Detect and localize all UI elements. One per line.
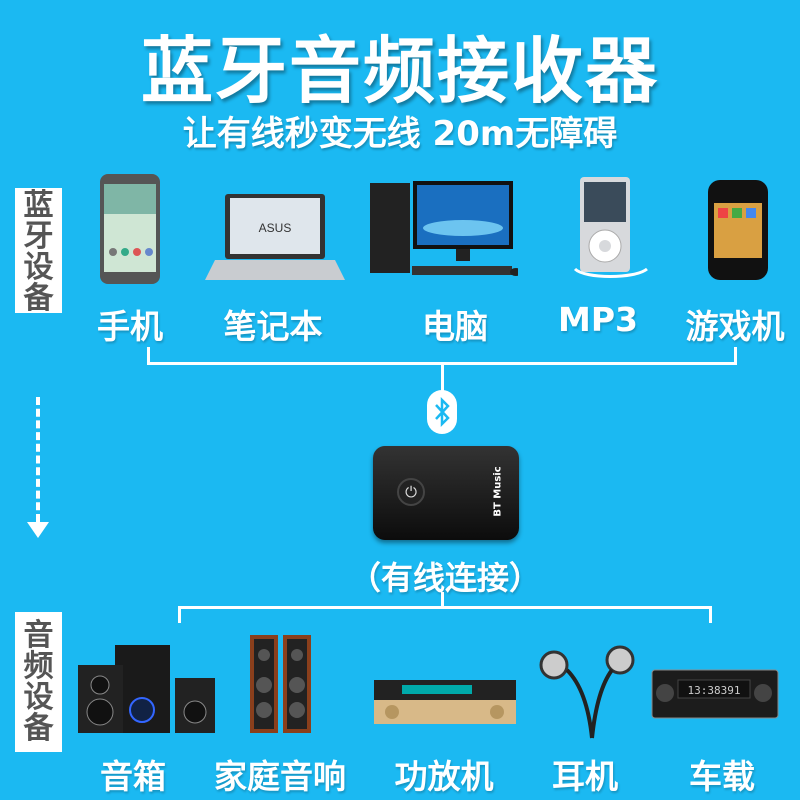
side-label-bluetooth-devices: 蓝牙设备 <box>15 188 62 314</box>
bluetooth-receiver-image: ⏻ BT Music <box>373 446 519 540</box>
device-label-phone: 手机 <box>97 307 163 346</box>
laptop-image: ASUS <box>205 194 345 280</box>
device-label-earphones: 耳机 <box>552 757 618 796</box>
device-label-computer: 电脑 <box>422 307 488 346</box>
wired-connection-label: （有线连接） <box>348 559 542 597</box>
connector-tick <box>709 606 712 623</box>
svg-text:13:38391: 13:38391 <box>688 684 741 697</box>
flow-arrow-line <box>36 397 40 522</box>
connector-line-bottom <box>178 606 712 609</box>
connector-tick <box>147 347 150 364</box>
car-stereo-image: 13:38391 <box>651 669 779 719</box>
device-label-speaker: 音箱 <box>100 757 166 796</box>
desktop-computer-image <box>370 181 518 276</box>
amplifier-image <box>374 680 516 724</box>
page-title: 蓝牙音频接收器 <box>140 29 659 113</box>
game-console-image <box>708 180 768 280</box>
home-theater-speakers-image <box>250 635 311 733</box>
device-label-game-console: 游戏机 <box>685 307 785 346</box>
bluetooth-icon <box>427 390 457 434</box>
connector-stem <box>441 362 444 392</box>
device-label-laptop: 笔记本 <box>223 307 323 346</box>
side-label-audio-devices: 音频设备 <box>15 612 62 752</box>
speaker-image <box>78 645 215 733</box>
phone-image <box>100 174 160 284</box>
device-label-mp3: MP3 <box>558 300 638 339</box>
device-label-home-theater: 家庭音响 <box>214 757 346 796</box>
brand-text: BT Music <box>492 466 504 517</box>
device-label-amplifier: 功放机 <box>394 757 494 796</box>
svg-text:ASUS: ASUS <box>259 221 292 235</box>
connector-stem <box>441 592 444 608</box>
earphones-image <box>539 645 635 739</box>
device-label-car: 车载 <box>689 757 755 796</box>
connector-tick <box>734 347 737 364</box>
arrow-down-icon <box>27 522 49 538</box>
connector-tick <box>178 606 181 623</box>
subtitle: 让有线秒变无线 20m无障碍 <box>182 114 618 154</box>
mp3-player-image <box>573 177 648 278</box>
power-button-icon: ⏻ <box>397 478 425 506</box>
